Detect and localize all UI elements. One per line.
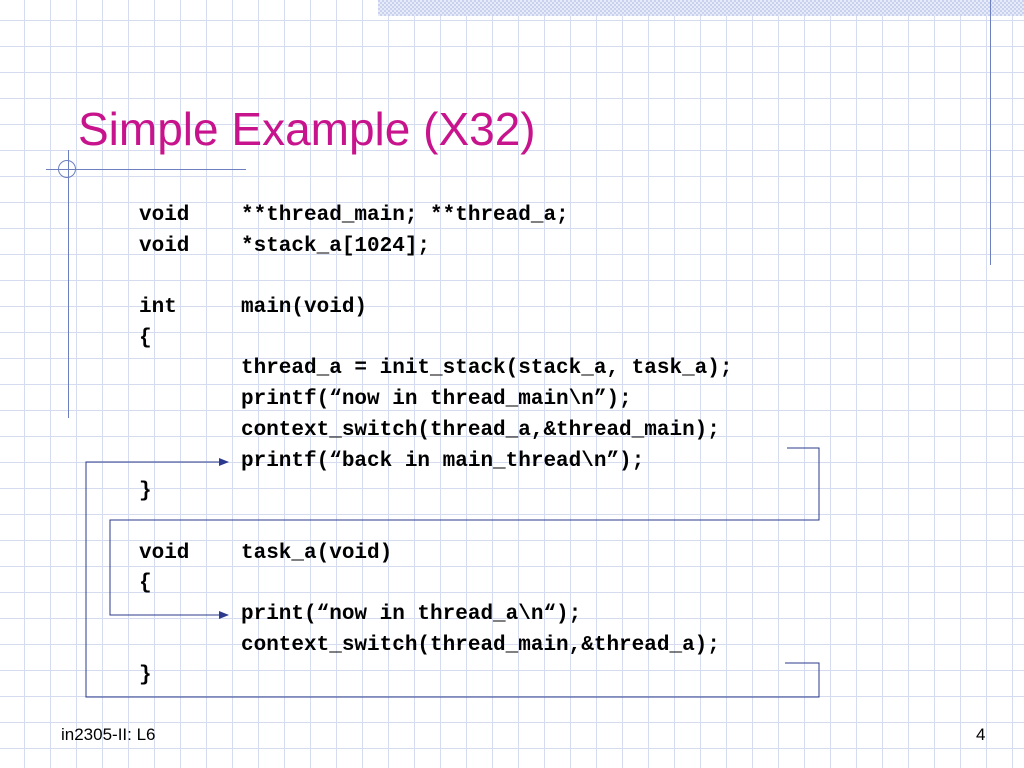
code-brace: { [139, 326, 152, 350]
switch-to-task-arrow [109, 447, 820, 619]
code-statement: *stack_a[1024]; [241, 234, 431, 258]
code-statement: thread_a = init_stack(stack_a, task_a); [241, 357, 733, 381]
code-statement: printf(“back in main_thread\n”); [241, 449, 645, 473]
left-accent-line [68, 150, 69, 418]
code-brace: { [139, 572, 152, 596]
switch-back-to-main-arrow [85, 458, 820, 698]
slide-title: Simple Example (X32) [78, 103, 536, 155]
code-statement: print(“now in thread_a\n“); [241, 602, 582, 626]
code-statement: main(void) [241, 296, 368, 320]
top-decorative-band [378, 0, 1024, 16]
code-statement: task_a(void) [241, 541, 393, 565]
code-keyword: int [139, 296, 177, 320]
code-keyword: void [139, 541, 190, 565]
code-brace: } [139, 480, 152, 504]
footer-page-number: 4 [976, 725, 986, 744]
title-underline-accent [46, 169, 246, 170]
code-statement: context_switch(thread_main,&thread_a); [241, 633, 720, 657]
code-statement: context_switch(thread_a,&thread_main); [241, 418, 720, 442]
code-statement: **thread_main; **thread_a; [241, 204, 569, 227]
footer-course-label: in2305-II: L6 [61, 725, 156, 744]
code-brace: } [139, 664, 152, 688]
code-keyword: void [139, 234, 190, 258]
accent-circle-icon [58, 160, 76, 178]
code-keyword: void [139, 204, 190, 227]
right-accent-line [990, 0, 991, 265]
code-statement: printf(“now in thread_main\n”); [241, 388, 632, 412]
